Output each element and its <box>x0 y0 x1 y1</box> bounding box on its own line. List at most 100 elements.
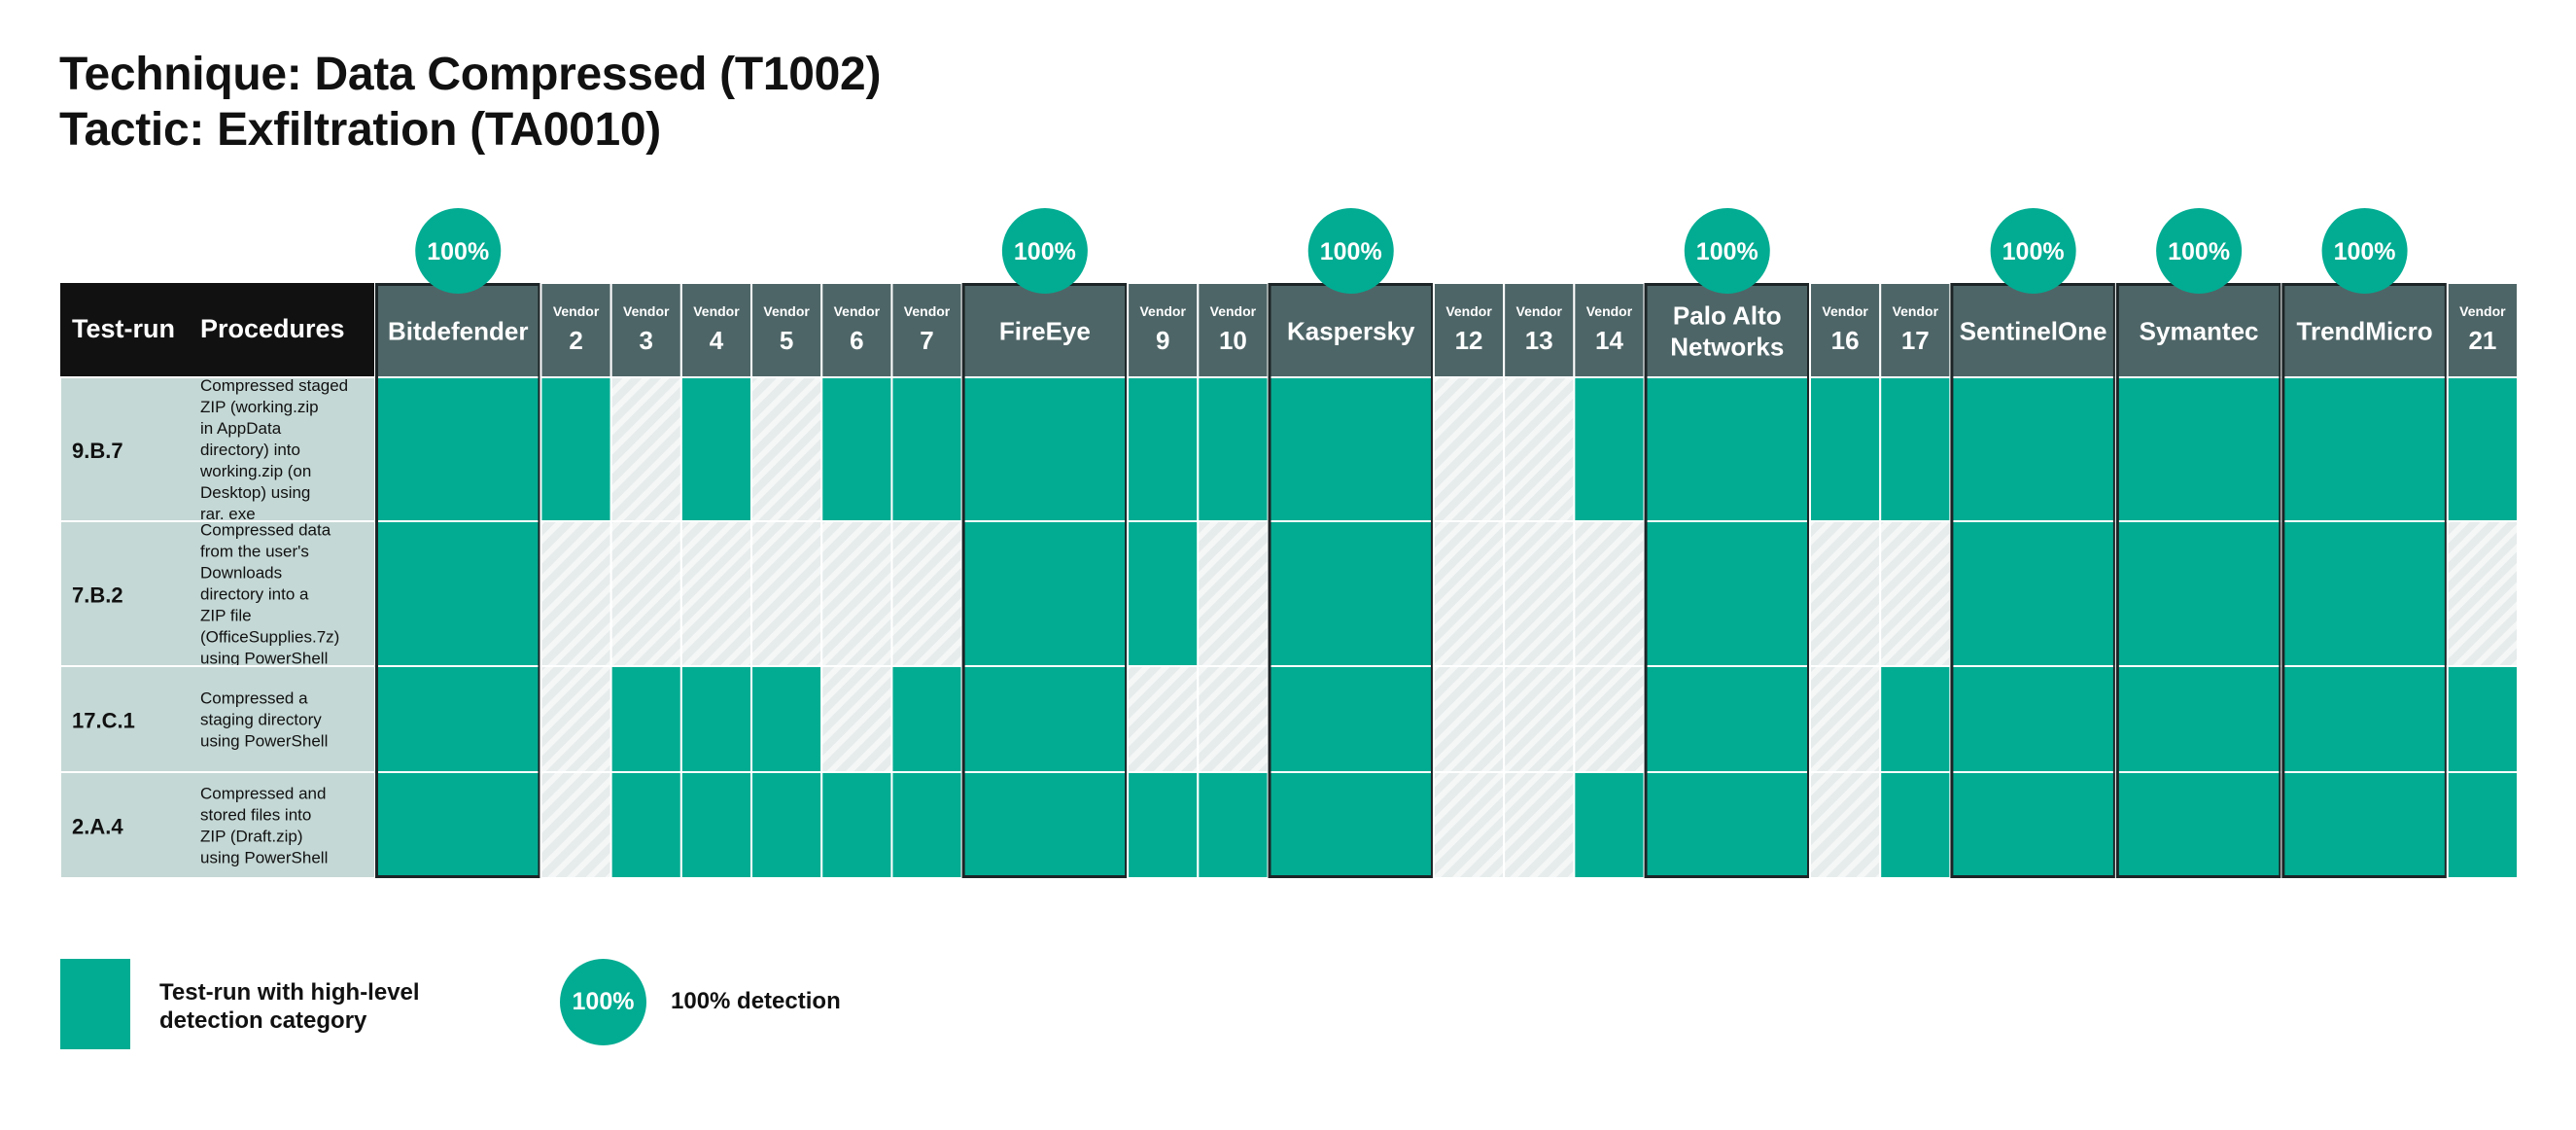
vendor-header-vendor-2 <box>540 282 612 378</box>
vendor-small-label: Vendor <box>1445 303 1492 319</box>
vendor-small-label: Vendor <box>623 303 670 319</box>
detected-cell <box>1949 520 2117 667</box>
detected-cell <box>374 376 542 522</box>
vendor-small-label: Vendor <box>763 303 810 319</box>
detected-cell <box>1127 520 1200 667</box>
title-technique: Technique: Data Compressed (T1002) <box>59 49 882 100</box>
vendor-name: Bitdefender <box>388 317 528 346</box>
row-label-cell <box>59 665 376 773</box>
not-detected-cell <box>1197 665 1270 773</box>
legend-detected-label: Test-run with high-level detection categ… <box>159 979 420 1034</box>
detected-cell <box>1809 376 1882 522</box>
detected-cell <box>1643 771 1812 879</box>
detected-cell <box>2114 771 2283 879</box>
detected-cell <box>1879 376 1952 522</box>
vendor-small-label: Vendor <box>1822 303 1868 319</box>
detected-cell <box>374 520 542 667</box>
detected-cell <box>960 520 1130 667</box>
vendor-header-vendor-10 <box>1197 282 1270 378</box>
vendor-small-label: Vendor <box>553 303 600 319</box>
test-run-id: 17.C.1 <box>72 709 135 733</box>
vendor-header-vendor-7 <box>890 282 963 378</box>
vendor-name: TrendMicro <box>2297 317 2433 346</box>
vendor-small-label: Vendor <box>2459 303 2506 319</box>
detected-cell <box>890 665 963 773</box>
vendor-small-label: Vendor <box>693 303 740 319</box>
detected-cell <box>609 771 682 879</box>
vendor-number: 13 <box>1525 326 1553 355</box>
not-detected-cell <box>1879 520 1952 667</box>
test-run-id: 2.A.4 <box>72 815 123 839</box>
detected-cell <box>2114 665 2283 773</box>
vendor-header-sentinelone <box>1949 282 2117 378</box>
detected-cell <box>1267 665 1435 773</box>
detected-cell <box>1197 376 1270 522</box>
vendor-small-label: Vendor <box>904 303 951 319</box>
detected-cell <box>679 376 753 522</box>
detection-badge-label: 100% <box>2334 238 2396 265</box>
not-detected-cell <box>1573 665 1646 773</box>
detected-cell <box>2280 376 2449 522</box>
row-label-cell <box>59 520 376 667</box>
detection-badge <box>1307 208 1394 294</box>
vendor-number: 21 <box>2468 326 2496 355</box>
not-detected-cell <box>679 520 753 667</box>
test-run-id: 7.B.2 <box>72 583 123 608</box>
vendor-header-trendmicro <box>2280 282 2449 378</box>
not-detected-cell <box>540 771 612 879</box>
not-detected-cell <box>820 665 893 773</box>
vendor-number: 7 <box>920 326 933 355</box>
detected-cell <box>1197 771 1270 879</box>
vendor-number: 14 <box>1595 326 1623 355</box>
detected-cell <box>1949 376 2117 522</box>
vendor-small-label: Vendor <box>1139 303 1186 319</box>
chart-title: Technique: Data Compressed (T1002) Tacti… <box>59 47 881 158</box>
vendor-number: 2 <box>569 326 582 355</box>
test-run-id: 9.B.7 <box>72 439 123 463</box>
detected-cell <box>1573 376 1646 522</box>
detected-cell <box>960 665 1130 773</box>
detected-cell <box>1127 771 1200 879</box>
not-detected-cell <box>1197 520 1270 667</box>
detected-cell <box>374 665 542 773</box>
vendor-number: 9 <box>1156 326 1169 355</box>
vendor-header-vendor-6 <box>820 282 893 378</box>
detected-cell <box>679 665 753 773</box>
legend-badge-label: 100% detection <box>671 988 841 1014</box>
detected-cell <box>2280 520 2449 667</box>
detected-cell <box>1267 376 1435 522</box>
vendor-header-palo-alto-networks <box>1643 282 1812 378</box>
detected-cell <box>820 376 893 522</box>
detected-cell <box>1643 520 1812 667</box>
detected-cell <box>750 771 823 879</box>
not-detected-cell <box>609 376 682 522</box>
detected-cell <box>2114 376 2283 522</box>
vendor-header-kaspersky <box>1267 282 1435 378</box>
vendor-small-label: Vendor <box>1586 303 1633 319</box>
not-detected-cell <box>1503 520 1576 667</box>
detection-badge <box>2321 208 2408 294</box>
not-detected-cell <box>1503 771 1576 879</box>
header-label-block <box>60 283 375 377</box>
detection-badge-label: 100% <box>1696 238 1758 265</box>
not-detected-cell <box>1503 376 1576 522</box>
vendor-header-vendor-4 <box>679 282 753 378</box>
vendor-header-vendor-9 <box>1127 282 1200 378</box>
not-detected-cell <box>1503 665 1576 773</box>
detected-cell <box>1879 771 1952 879</box>
detected-cell <box>2446 771 2520 879</box>
not-detected-cell <box>890 520 963 667</box>
vendor-name: SentinelOne <box>1960 317 2107 346</box>
detection-badge-label: 100% <box>2168 238 2230 265</box>
detection-badge <box>1990 208 2076 294</box>
not-detected-cell <box>1809 520 1882 667</box>
detected-cell <box>960 771 1130 879</box>
detected-cell <box>890 376 963 522</box>
not-detected-cell <box>1127 665 1200 773</box>
vendor-header-vendor-12 <box>1432 282 1506 378</box>
legend-badge: 100% <box>560 959 646 1045</box>
